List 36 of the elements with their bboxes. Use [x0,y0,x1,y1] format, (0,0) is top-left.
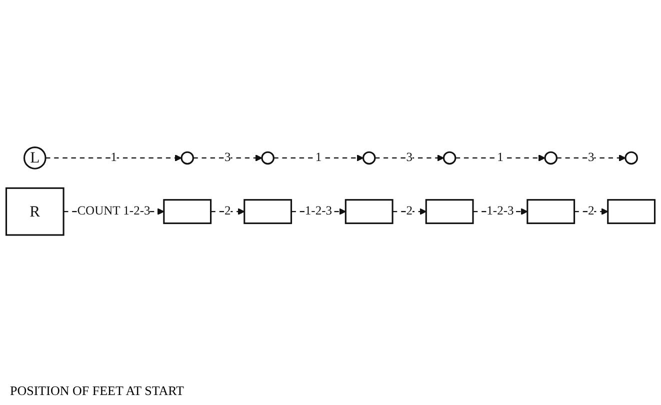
node-circle: L [23,146,46,170]
node-box: R [5,187,64,236]
arrow [556,154,626,162]
caption-text: POSITION OF FEET AT START [10,383,185,399]
arrow [574,208,608,215]
arrow [193,154,262,162]
arrow [46,154,182,162]
edge-label: 1-2-3 [304,204,332,218]
node-circle [442,151,456,164]
edge-label: 2 [406,204,412,218]
edge-label: 2 [588,204,594,218]
node-box [526,198,576,224]
edge-label: 3 [406,150,412,164]
edge-label: 1 [315,150,322,164]
node-circle [624,151,638,164]
edge-label: 2 [224,204,231,218]
node-box [344,198,394,224]
node-circle [180,151,194,164]
arrow [210,208,245,215]
edge-label: COUNT 1-2-3 [77,204,150,218]
edge-label: 3 [588,150,594,164]
node-box [607,198,656,224]
node-circle [544,151,558,164]
node-box [244,198,292,224]
node-circle [362,151,376,164]
edge-label: 1 [110,150,117,164]
edge-label: 1 [497,150,504,164]
arrow [455,154,546,162]
arrow [392,208,426,215]
edge-label: 3 [224,150,231,164]
arrow [274,154,364,162]
arrow [374,154,444,162]
edge-label: 1-2-3 [486,204,514,218]
node-box [425,198,474,224]
node-circle [261,151,274,164]
node-box [163,198,212,224]
